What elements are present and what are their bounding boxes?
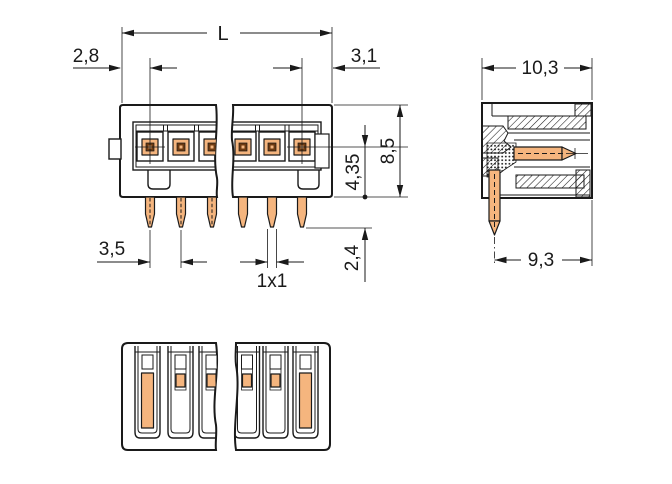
contact-chamber: [198, 131, 218, 162]
dim-pin-row-to-bottom: 4,35: [343, 125, 369, 200]
bottom-slots-right: [234, 346, 319, 439]
section-hatch-lower: [515, 174, 585, 189]
section-hatch-back: [575, 169, 591, 198]
solder-pins: [144, 196, 308, 228]
dim-pin-pitch: 3,5: [97, 239, 207, 266]
dim-first-pin-offset: 2,8: [73, 46, 177, 72]
dim-label-3-1: 3,1: [351, 46, 377, 67]
pin-contact-5: [263, 138, 281, 156]
dim-pin-protrusion: 2,4: [342, 228, 369, 282]
section-hatch-top: [507, 115, 587, 130]
dim-label-9-3: 9,3: [528, 250, 554, 271]
bottom-slot-6: [292, 346, 319, 439]
bottom-housing-left: [121, 342, 219, 451]
dim-label-3-5: 3,5: [99, 239, 125, 260]
dim-last-pin-offset: 3,1: [273, 46, 380, 72]
solder-pin-4: [237, 196, 249, 228]
bottom-slot-3: [198, 346, 218, 439]
front-view: [108, 104, 333, 228]
pin-shaft-visible: [140, 372, 155, 429]
dim-pin-cross-section: 1x1: [240, 258, 304, 292]
bottom-slot-1: [134, 346, 161, 439]
contact-chamber: [258, 131, 286, 162]
front-dimensions: L 2,8 3,1 8,5 4,35: [73, 23, 408, 292]
bottom-slots-left: [134, 346, 218, 439]
bottom-slot-5: [262, 346, 289, 439]
dim-total-length: L: [122, 23, 332, 45]
solder-pin-5: [266, 196, 278, 228]
contact-chamber: [231, 131, 257, 162]
pin-contact-4: [234, 138, 252, 156]
dim-label-L: L: [217, 23, 228, 45]
latch-tab-left: [108, 138, 122, 160]
front-recess-right: [297, 170, 320, 190]
contact-chamber: [167, 131, 195, 162]
pin-contact-2: [172, 138, 190, 156]
pin-knurl-bend: [486, 142, 517, 178]
section-hatch-corner: [574, 103, 592, 117]
dim-label-10-3: 10,3: [522, 58, 559, 79]
dim-label-2-8: 2,8: [73, 46, 99, 67]
bottom-view: [121, 342, 331, 451]
bottom-slot-4: [234, 346, 261, 439]
pin-contact-3: [203, 138, 218, 156]
solder-pin-6: [296, 196, 308, 228]
side-pin-vertical: [488, 169, 501, 266]
dim-label-8-5: 8,5: [378, 138, 399, 164]
keyway-notch: [314, 133, 330, 169]
front-recess-left: [147, 170, 171, 190]
dim-label-2-4: 2,4: [342, 244, 363, 271]
side-pin-horizontal: [513, 146, 588, 161]
dim-label-1x1: 1x1: [257, 271, 288, 292]
pin-shaft-visible: [298, 372, 313, 429]
dim-label-4-35: 4,35: [343, 154, 364, 191]
side-view: 10,3: [481, 58, 593, 271]
dim-pin-tip-to-back: 9,3: [494, 200, 593, 271]
dim-housing-depth: 10,3: [481, 58, 593, 100]
bottom-slot-2: [167, 346, 194, 439]
dim-housing-height: 8,5: [378, 105, 404, 197]
